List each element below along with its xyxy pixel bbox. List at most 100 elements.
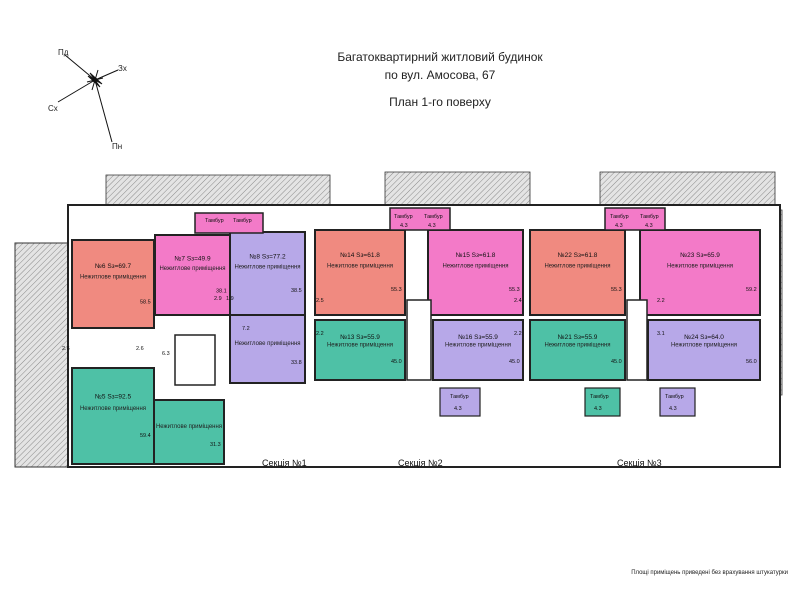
building-title: Багатоквартирний житловий будинок [337,50,543,64]
room-use: Нежитлове приміщення [159,266,225,272]
small-area: 7.2 [242,326,250,332]
room-8-part [229,314,306,384]
room-use: Нежитлове приміщення [442,263,508,269]
room-title: №7 Sз=49.9 [174,256,211,263]
room-use: Нежитлове приміщення [667,263,733,269]
room-use: Нежитлове приміщення [234,341,300,347]
vestibule-label: Тамбур [205,218,224,224]
vestibule-labels: Тамбур Тамбур Тамбур Тамбур 4.3 4.3 Тамб… [205,214,684,412]
room-title: №23 Sз=65.9 [680,252,720,259]
room-area: 59.2 [746,287,757,293]
room-area: 59.4 [140,433,151,439]
room-area: 33.8 [291,360,302,366]
vestibule-area: 4.3 [428,223,436,229]
room-title: №15 Sз=61.8 [456,252,496,259]
stair-s3 [626,299,648,381]
small-area: 6.3 [162,351,170,357]
room-8 [229,231,306,316]
vestibule-s2-lower [439,387,481,417]
compass-label-south: Пн [112,142,123,151]
stair-s1 [174,334,216,386]
vestibule-label: Тамбур [394,214,413,220]
room-6 [71,239,155,329]
compass-label-east: Зх [118,64,127,73]
vestibule-s3-lower-2 [659,387,696,417]
vestibule-s3-upper [604,207,666,231]
room-use: Нежитлове приміщення [544,342,610,348]
vestibule-area: 4.3 [615,223,623,229]
vestibule-area: 4.3 [400,223,408,229]
small-area: 2.9 [214,296,222,302]
small-area: 2.6 [62,346,70,352]
vestibule-area: 4.3 [669,406,677,412]
vestibule-label: Тамбур [665,394,684,400]
small-area: 2.6 [136,346,144,352]
vestibule-area: 4.3 [454,406,462,412]
room-use: Нежитлове приміщення [327,263,393,269]
room-area: 55.3 [611,287,622,293]
room-use: Нежитлове приміщення [327,342,393,348]
room-area: 55.3 [391,287,402,293]
vestibule-label: Тамбур [450,394,469,400]
room-title: №21 Sз=55.9 [558,334,598,341]
room-use: Нежитлове приміщення [156,424,222,430]
room-13 [314,319,406,381]
room-24 [647,319,761,381]
room-title: №13 Sз=55.9 [340,334,380,341]
terrace-west [14,242,71,468]
compass-label-north-west: Пд [58,48,69,57]
section-label-2: Секція №2 [398,458,443,468]
room-area: 38.1 [216,289,227,295]
building-address: по вул. Амосова, 67 [384,68,496,82]
room-area: 45.0 [391,359,402,365]
room-area: 56.0 [746,359,757,365]
section-label-1: Секція №1 [262,458,307,468]
small-area: 1.9 [226,296,234,302]
room-14 [314,229,406,316]
small-area: 3.1 [657,331,665,337]
room-15 [427,229,524,316]
vestibule-area: 4.3 [594,406,602,412]
vestibule-s1-upper [194,212,264,234]
room-use: Нежитлове приміщення [671,342,737,348]
vestibule-label: Тамбур [640,214,659,220]
vestibule-label: Тамбур [424,214,443,220]
compass-rose-icon [57,54,119,143]
room-use: Нежитлове приміщення [544,263,610,269]
room-area: 38.5 [291,288,302,294]
room-area: 58.5 [140,299,151,305]
vestibule-area: 4.3 [645,223,653,229]
small-area-labels: 2.6 2.6 6.3 7.2 2.9 1.9 2.5 2.2 2.4 2.2 … [62,296,665,357]
small-area: 2.4 [514,298,522,304]
room-use: Нежитлове приміщення [80,406,146,412]
room-use: Нежитлове приміщення [445,342,511,348]
footnote: Площі приміщень приведені без врахування… [631,570,788,576]
room-title: №5 Sз=92.5 [95,394,132,401]
room-title: №8 Sз=77.2 [249,254,286,261]
small-area: 2.2 [657,298,665,304]
room-area: 45.0 [509,359,520,365]
plan-title: План 1-го поверху [389,95,491,109]
compass: Пд Зх Сх Пн [40,40,150,155]
section-label-3: Секція №3 [617,458,662,468]
room-use: Нежитлове приміщення [80,275,146,281]
room-area: 45.0 [611,359,622,365]
small-area: 2.2 [316,331,324,337]
vestibule-label: Тамбур [610,214,629,220]
room-5-part [153,399,225,465]
room-16 [432,319,524,381]
room-title: №24 Sз=64.0 [684,334,724,341]
vestibule-label: Тамбур [233,218,252,224]
room-23 [639,229,761,316]
vestibule-s3-lower [584,387,621,417]
room-7 [154,234,231,316]
stair-s2 [406,299,432,381]
room-title: №14 Sз=61.8 [340,252,380,259]
room-21 [529,319,626,381]
room-title: №16 Sз=55.9 [458,334,498,341]
room-area: 31.3 [210,442,221,448]
room-title: №6 Sз=69.7 [95,263,132,270]
vestibule-s2-upper [389,207,451,231]
